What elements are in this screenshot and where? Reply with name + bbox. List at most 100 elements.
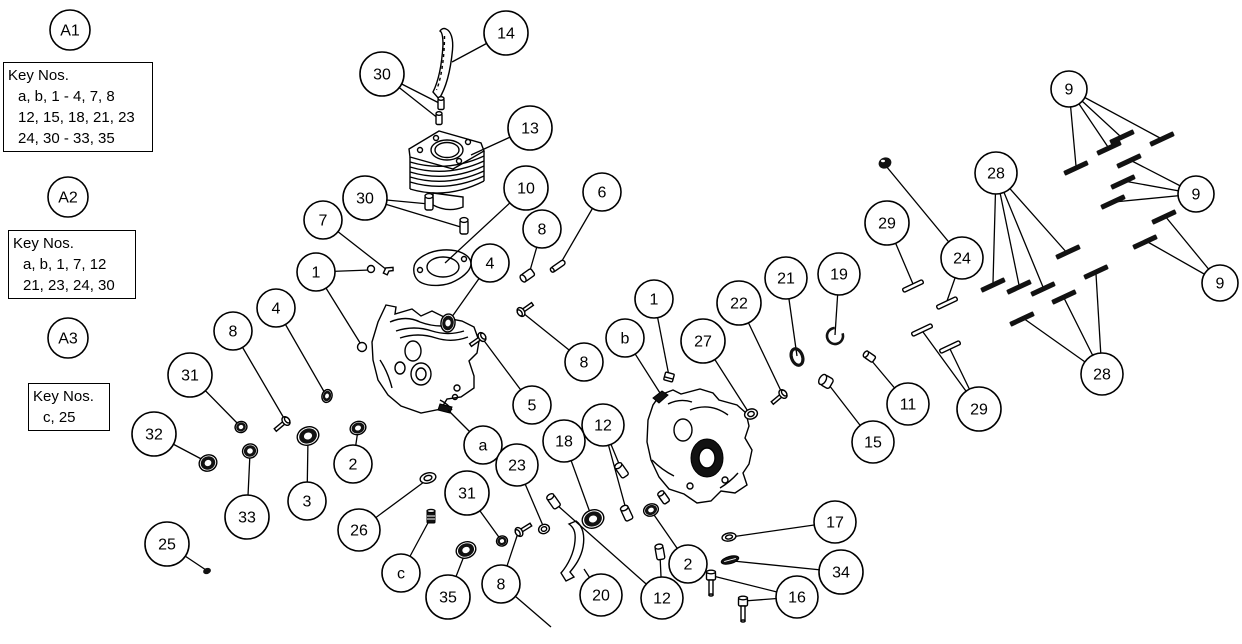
balloon-label: 1: [650, 292, 659, 309]
balloon-label: 29: [878, 216, 896, 233]
balloon-28: 28: [974, 151, 1018, 195]
balloon-label: a: [479, 438, 488, 455]
balloon-1: 1: [296, 252, 336, 292]
balloon-label: 12: [653, 591, 671, 608]
piston-ring-end: [1030, 281, 1056, 297]
balloon-9: 9: [1201, 264, 1239, 302]
balloon-label: 9: [1216, 276, 1225, 293]
balloon-A3: A3: [47, 317, 89, 359]
balloon-label: A3: [58, 331, 78, 348]
balloon-19: 19: [817, 252, 861, 296]
balloon-8: 8: [481, 564, 521, 604]
balloon-24: 24: [940, 236, 984, 280]
balloon-3: 3: [287, 481, 327, 521]
piston-ring-end: [1055, 244, 1081, 260]
piston-ring-end: [1009, 311, 1035, 327]
balloon-31: 31: [444, 470, 490, 516]
dowel-pin-part: [614, 461, 629, 479]
balloon-label: 12: [594, 418, 612, 435]
balloon-8: 8: [522, 209, 562, 249]
balloon-label: 25: [158, 537, 176, 554]
ring-pins-layer: [901, 129, 1177, 354]
balloon-15: 15: [851, 420, 895, 464]
piston-ring-end: [1006, 279, 1032, 295]
balloon-11: 11: [886, 382, 930, 426]
balloon-31: 31: [167, 352, 213, 398]
oil-seal-part: [581, 509, 605, 529]
balloon-8: 8: [564, 342, 604, 382]
balloon-29: 29: [956, 386, 1002, 432]
small-screw-part: [770, 389, 788, 406]
tappet-plug-part: [519, 268, 536, 283]
balloon-1: 1: [634, 279, 674, 319]
balloon-12: 12: [640, 576, 684, 620]
key-box-line: a, b, 1 - 4, 7, 8: [18, 88, 115, 105]
balloon-label: 1: [312, 265, 321, 282]
key-box-line: 12, 15, 18, 21, 23: [18, 109, 135, 126]
straight-pin-part: [549, 259, 566, 273]
thin-pin: [910, 323, 934, 337]
oil-seal-part: [455, 541, 477, 559]
o-ring-part: [721, 532, 737, 542]
balloon-b: b: [605, 318, 645, 358]
balloon-label: 32: [145, 427, 163, 444]
balloon-label: 28: [1093, 367, 1111, 384]
steel-ball-part: [366, 264, 376, 274]
small-pin-part: [862, 350, 877, 363]
balloon-25: 25: [144, 521, 190, 567]
balloon-label: 15: [864, 435, 882, 452]
pan-screw-part: [468, 331, 487, 348]
balloon-8: 8: [213, 311, 253, 351]
balloon-33: 33: [224, 494, 270, 540]
balloon-34: 34: [818, 549, 864, 595]
dowel-pin-part: [654, 543, 666, 561]
balloon-label: 35: [439, 590, 457, 607]
cam-chain-guide-part: [432, 27, 454, 101]
balloon-label: 14: [497, 26, 515, 43]
balloon-label: 5: [528, 398, 537, 415]
balloon-label: b: [621, 331, 630, 348]
dowel-pin-part: [619, 504, 634, 522]
balloon-label: 23: [508, 458, 526, 475]
hex-bolt-part: [516, 301, 535, 318]
thin-pin: [901, 279, 925, 293]
piston-ring-end: [1132, 234, 1158, 250]
balloon-26: 26: [337, 508, 381, 552]
balloon-label: 13: [521, 121, 539, 138]
balloon-label: 4: [272, 301, 281, 318]
balloon-label: 9: [1065, 82, 1074, 99]
thin-pin: [938, 340, 962, 354]
dowel-pin-part: [546, 492, 561, 510]
balloon-9: 9: [1050, 70, 1088, 108]
balloon-label: 31: [458, 486, 476, 503]
right-crankcase-part: [646, 388, 753, 504]
balloon-2: 2: [333, 444, 373, 484]
key-box-a3: Key Nos. c, 25: [28, 383, 110, 431]
piston-ring-end: [1096, 140, 1122, 156]
balloon-4: 4: [256, 288, 296, 328]
oil-seal-part: [349, 420, 367, 436]
balloon-label: 6: [598, 185, 607, 202]
balloon-label: 31: [181, 368, 199, 385]
balloon-label: 18: [555, 434, 573, 451]
balloon-label: 8: [580, 355, 589, 372]
balloon-21: 21: [764, 256, 808, 300]
piston-ring-end: [1109, 129, 1135, 145]
balloon-label: 29: [970, 402, 988, 419]
balloon-label: 3: [303, 494, 312, 511]
key-box-title: Key Nos.: [33, 388, 94, 405]
balloon-label: 2: [684, 557, 693, 574]
balloon-label: 16: [788, 590, 806, 607]
piston-ring-end: [980, 277, 1006, 293]
small-ball-part: [203, 567, 211, 575]
keyhole-grommet-part: [321, 388, 333, 404]
balloon-label: 11: [900, 397, 917, 414]
balloon-20: 20: [579, 573, 623, 617]
balloon-35: 35: [425, 574, 471, 620]
square-nut-part: [663, 371, 675, 383]
key-box-line: c, 25: [43, 409, 76, 426]
dowel-pin-part: [424, 192, 434, 211]
woodruff-key-part: [720, 555, 740, 565]
cam-chain-tensioner-blade-part: [560, 520, 585, 582]
